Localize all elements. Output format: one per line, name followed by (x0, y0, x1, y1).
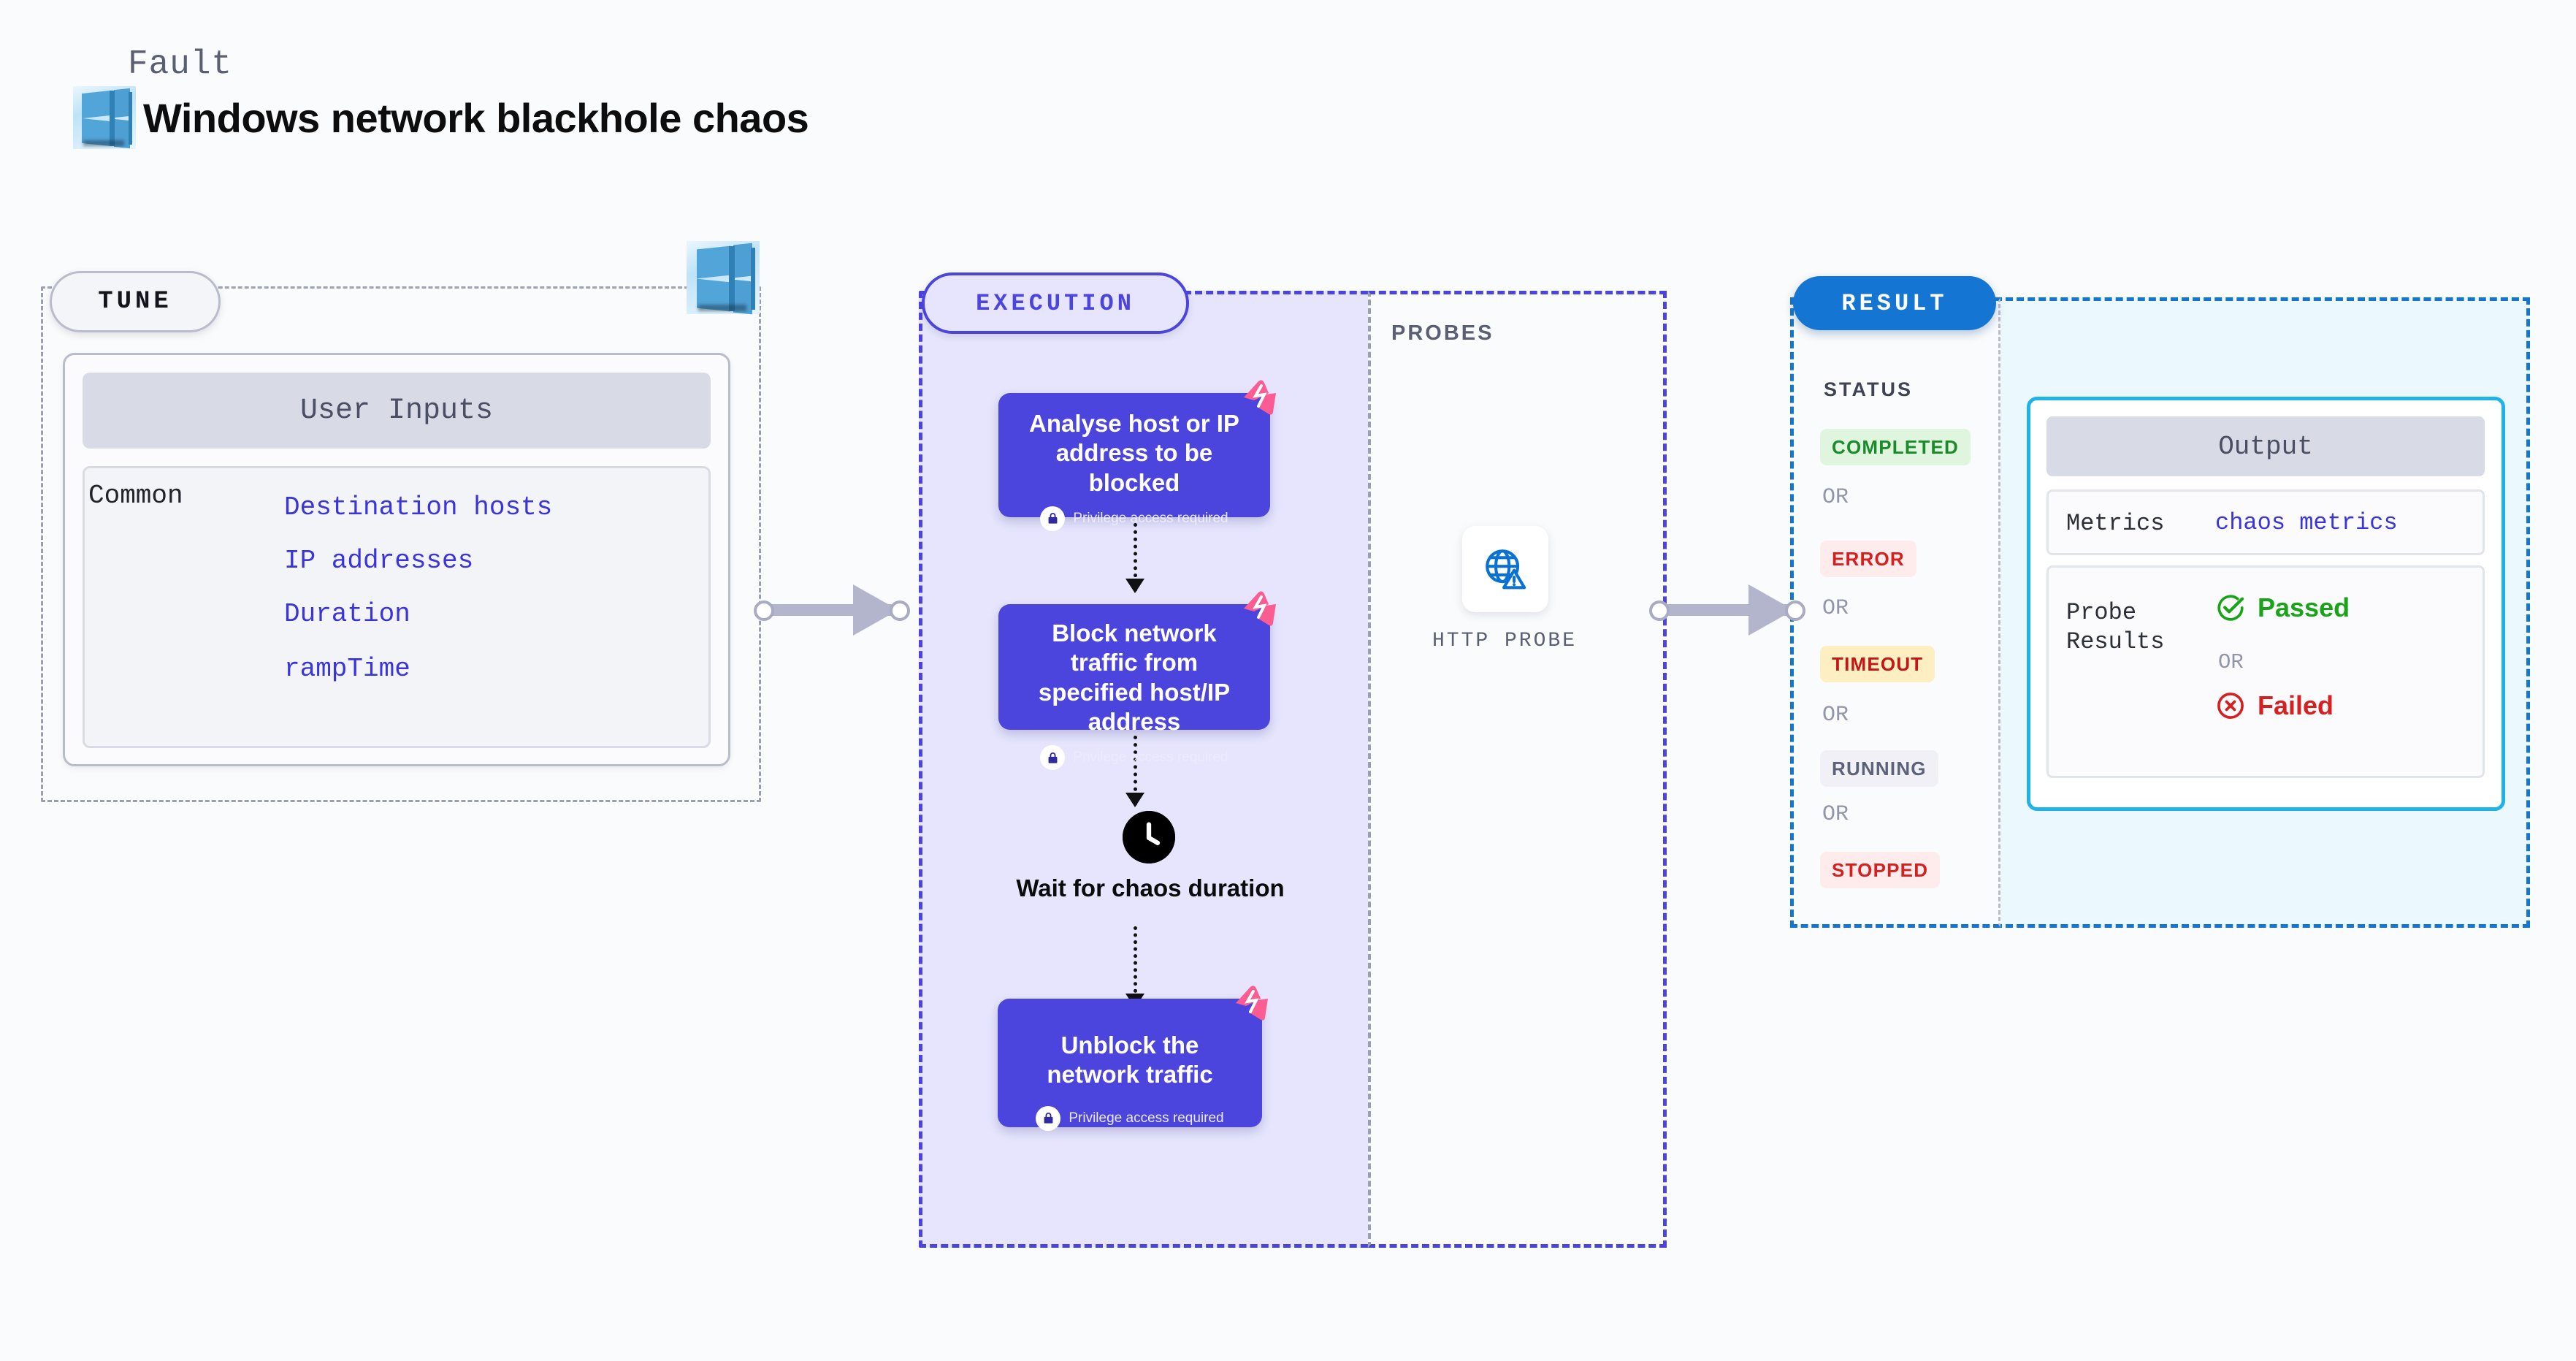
flow-arrow (1125, 926, 1144, 1008)
status-badge-running: RUNNING (1820, 750, 1938, 787)
common-group-label: Common (88, 481, 183, 511)
execution-pill[interactable]: EXECUTION (922, 272, 1189, 334)
flow-arrow (1125, 736, 1144, 807)
status-badge-timeout: TIMEOUT (1820, 646, 1935, 682)
lock-icon (1036, 1105, 1061, 1131)
execution-pill-label: EXECUTION (976, 289, 1135, 317)
http-probe-caption: HTTP PROBE (1432, 630, 1578, 652)
status-badge-label: ERROR (1832, 547, 1905, 570)
status-badge-completed: COMPLETED (1820, 429, 1971, 465)
tune-region (41, 286, 761, 802)
clock-icon (1123, 811, 1175, 864)
http-probe-tile[interactable] (1462, 526, 1548, 612)
privilege-text: Privilege access required (1073, 510, 1228, 526)
lock-icon (1040, 506, 1066, 531)
chaos-badge-icon (1244, 380, 1276, 415)
status-badge-label: RUNNING (1832, 757, 1927, 779)
x-circle-icon (2217, 693, 2244, 719)
probes-section-label: PROBES (1391, 321, 1494, 345)
or-separator: OR (1822, 703, 1849, 728)
status-badge-error: ERROR (1820, 541, 1916, 577)
tune-card: User Inputs Common Destination hosts IP … (63, 353, 730, 766)
or-separator: OR (2218, 650, 2244, 674)
status-label: STATUS (1824, 378, 1913, 400)
chaos-badge-icon (1244, 591, 1276, 626)
user-inputs-header: User Inputs (83, 373, 711, 449)
user-inputs-body (83, 466, 711, 748)
tune-pill[interactable]: TUNE (50, 271, 221, 332)
probe-result-failed: Failed (2215, 690, 2334, 721)
tune-param-ramptime[interactable]: rampTime (284, 654, 410, 684)
or-separator: OR (1822, 802, 1849, 827)
chaos-badge-icon (1236, 986, 1268, 1021)
page-header: Fault Windows network blackhole chaos (73, 45, 809, 149)
probes-region (1368, 291, 1667, 1248)
connector-probes-to-result (1649, 577, 1817, 643)
metrics-label: Metrics (2066, 510, 2165, 537)
windows-logo-icon (687, 241, 760, 315)
tune-param-duration[interactable]: Duration (284, 599, 410, 629)
result-status-region (1790, 297, 2000, 928)
failed-label: Failed (2258, 690, 2334, 720)
result-pill[interactable]: RESULT (1793, 276, 1996, 330)
connector-tune-to-execution (754, 577, 922, 643)
probe-result-passed: Passed (2215, 592, 2350, 623)
probe-results-label: Probe Results (2066, 599, 2165, 655)
execution-step-card[interactable]: Analyse host or IP address to be blocked… (998, 380, 1276, 531)
or-separator: OR (1822, 596, 1849, 621)
status-badge-label: STOPPED (1832, 858, 1929, 881)
tune-param-ip-addresses[interactable]: IP addresses (284, 546, 474, 576)
output-card: Output Metrics chaos metrics Probe Resul… (2027, 397, 2505, 811)
output-header: Output (2046, 416, 2485, 476)
result-pill-label: RESULT (1841, 289, 1948, 317)
flow-arrow (1125, 523, 1144, 593)
metrics-value[interactable]: chaos metrics (2215, 509, 2398, 536)
privilege-row: Privilege access required (998, 1105, 1262, 1131)
status-badge-stopped: STOPPED (1820, 852, 1941, 888)
passed-label: Passed (2258, 592, 2350, 622)
status-badge-label: TIMEOUT (1832, 652, 1924, 675)
execution-step-card[interactable]: Block network traffic from specified hos… (998, 591, 1276, 770)
privilege-row: Privilege access required (998, 745, 1270, 770)
execution-step-card[interactable]: Unblock the network traffic Privilege ac… (998, 986, 1268, 1131)
execution-step-title: Block network traffic from specified hos… (1038, 619, 1231, 735)
page-title: Windows network blackhole chaos (143, 94, 809, 141)
wait-step-label: Wait for chaos duration (1016, 874, 1285, 901)
metrics-row: Metrics chaos metrics (2046, 489, 2485, 555)
privilege-text: Privilege access required (1073, 750, 1228, 765)
tune-pill-label: TUNE (98, 288, 172, 316)
check-circle-icon (2217, 595, 2244, 621)
fault-label: Fault (128, 45, 233, 83)
probe-results-row: Probe Results Passed OR Failed (2046, 565, 2485, 778)
title-row: Windows network blackhole chaos (73, 86, 809, 149)
lock-icon (1040, 745, 1066, 770)
execution-step-title: Unblock the network traffic (1047, 1032, 1213, 1089)
tune-param-destination-hosts[interactable]: Destination hosts (284, 492, 553, 522)
execution-step-title: Analyse host or IP address to be blocked (1029, 410, 1239, 496)
windows-logo-icon (73, 86, 136, 149)
privilege-row: Privilege access required (998, 506, 1270, 531)
or-separator: OR (1822, 485, 1849, 510)
status-badge-label: COMPLETED (1832, 435, 1960, 458)
privilege-text: Privilege access required (1069, 1110, 1224, 1126)
globe-warning-icon (1486, 549, 1526, 590)
